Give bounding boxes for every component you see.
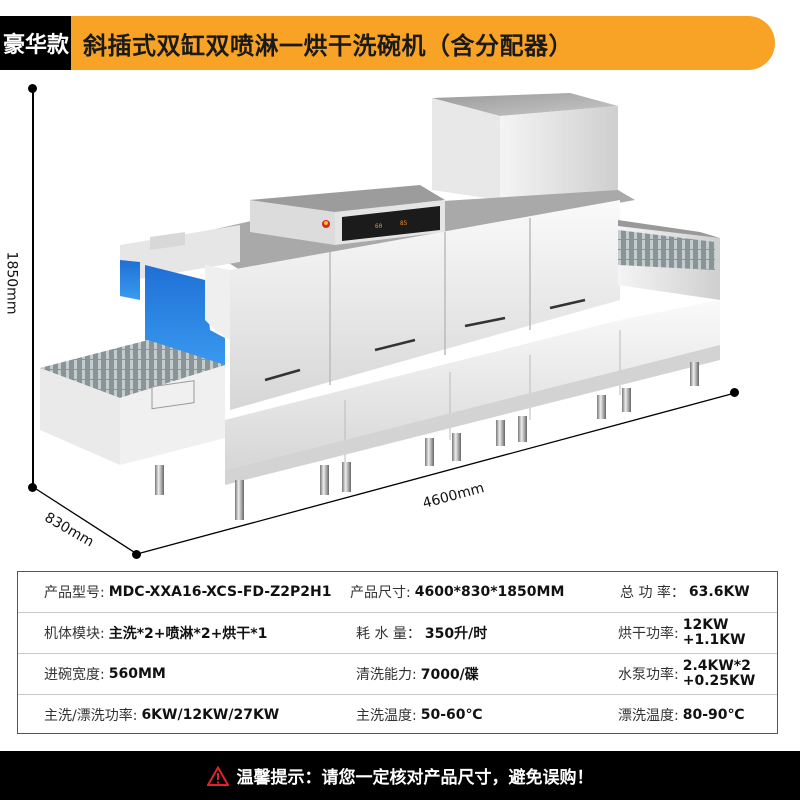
spec-row: 进碗宽度:560MM 清洗能力:7000/碟 水泵功率:2.4KW*2+0.25… <box>18 654 777 695</box>
spec-row: 产品型号:MDC-XXA16-XCS-FD-Z2P2H1 产品尺寸:4600*8… <box>18 572 777 613</box>
control-panel: 60 85 <box>250 185 445 245</box>
dimension-dot <box>28 483 37 492</box>
edition-tag: 豪华款 <box>0 16 72 70</box>
title-banner: 豪华款 斜插式双缸双喷淋一烘干洗碗机（含分配器） <box>0 16 775 70</box>
dishwasher-illustration: 60 85 <box>32 93 736 555</box>
spec-row: 机体模块:主洗*2+喷淋*2+烘干*1 耗 水 量：350升/时 烘干功率:12… <box>18 613 777 654</box>
svg-text:60: 60 <box>375 223 383 230</box>
svg-text:85: 85 <box>400 220 408 227</box>
warning-triangle-icon <box>206 765 229 786</box>
height-dimension-line <box>32 86 34 486</box>
height-label: 1850mm <box>3 251 20 315</box>
product-title: 斜插式双缸双喷淋一烘干洗碗机（含分配器） <box>71 16 775 70</box>
spec-table: 产品型号:MDC-XXA16-XCS-FD-Z2P2H1 产品尺寸:4600*8… <box>17 571 778 734</box>
dimension-dot <box>132 550 141 559</box>
warning-banner: 温馨提示：请您一定核对产品尺寸，避免误购！ <box>0 751 800 800</box>
warning-text: 温馨提示：请您一定核对产品尺寸，避免误购！ <box>236 768 594 788</box>
dimension-dot <box>730 388 739 397</box>
spec-row: 主洗/漂洗功率:6KW/12KW/27KW 主洗温度:50-60℃ 漂洗温度:8… <box>44 707 745 724</box>
